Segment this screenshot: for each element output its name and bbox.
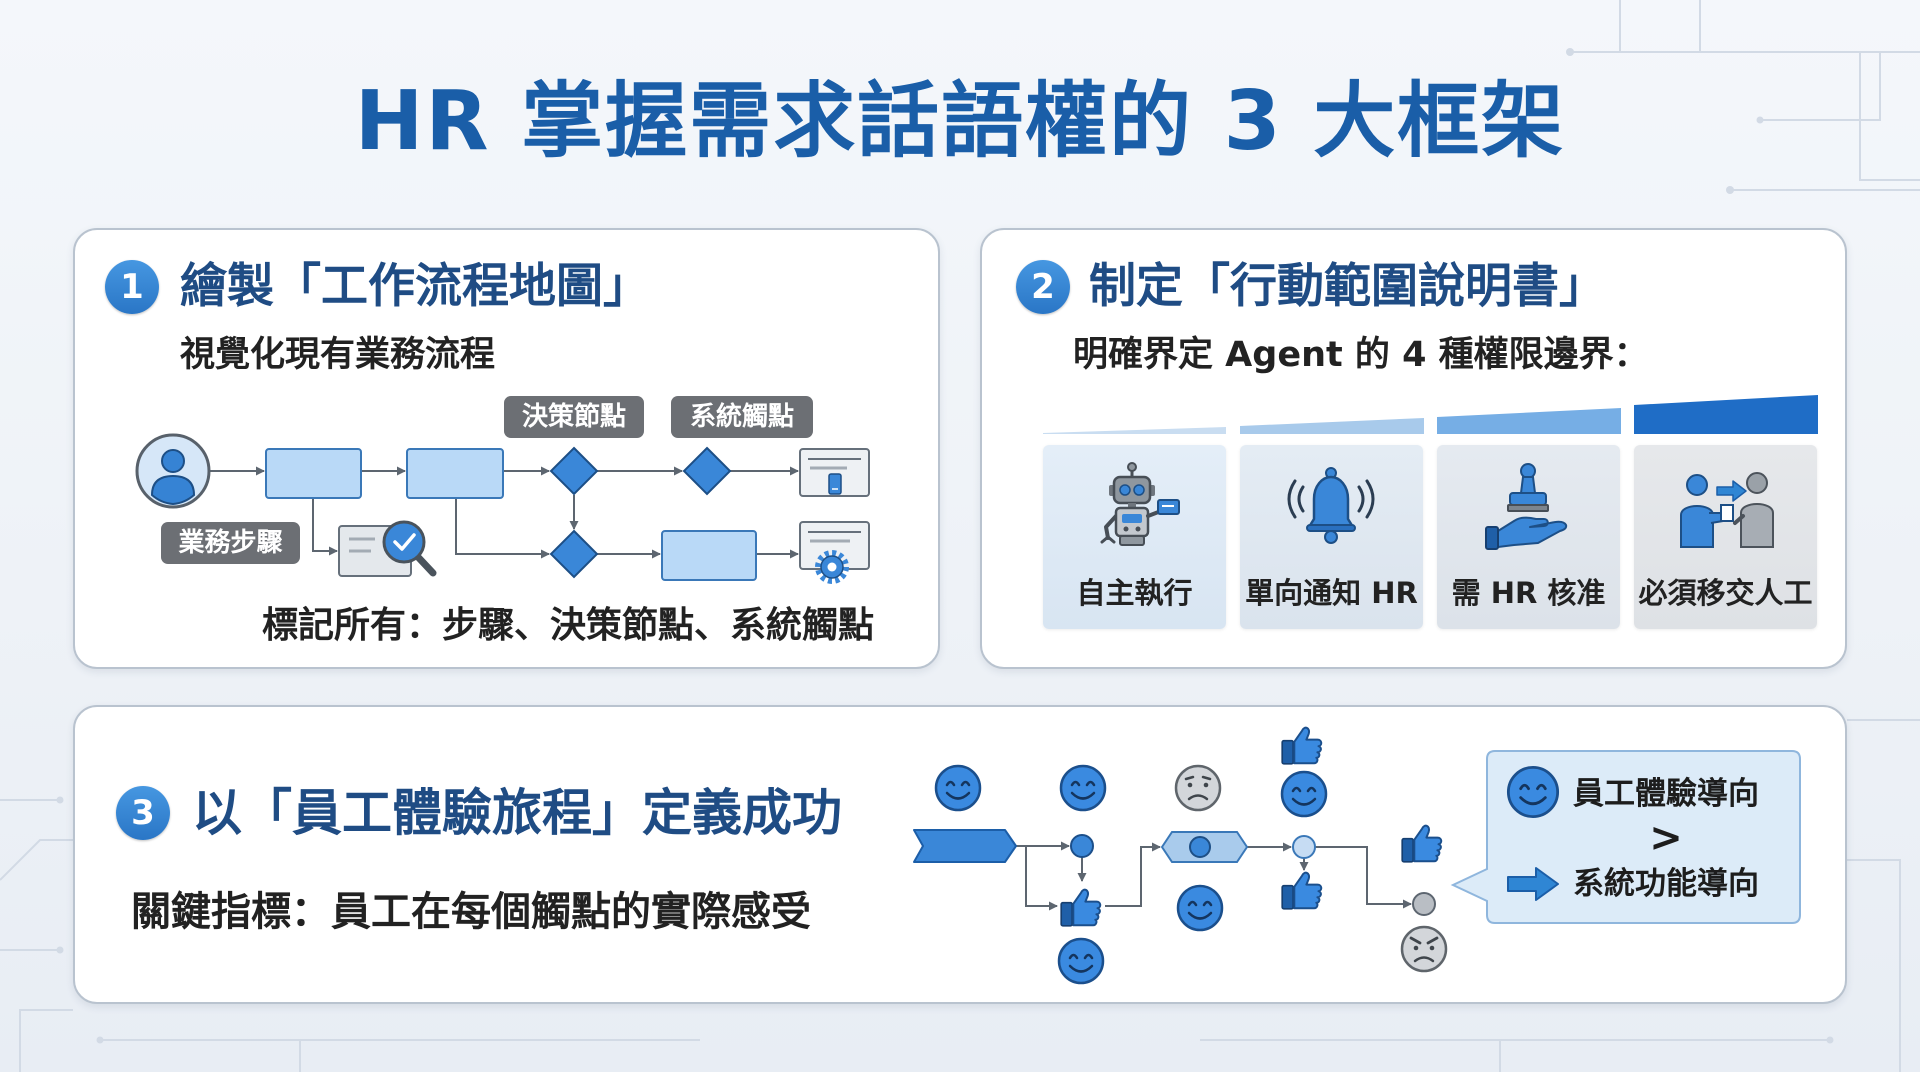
- sad-face-icon: [1174, 764, 1222, 812]
- decision-node: [682, 446, 732, 496]
- thumbs-up-icon: [1281, 871, 1323, 910]
- permission-card-autonomous: 自主執行: [1043, 445, 1226, 629]
- panel-footer-note: 標記所有：步驟、決策節點、系統觸點: [262, 605, 875, 646]
- permission-bar-level-1: [1043, 427, 1226, 434]
- workflow-connectors: [210, 466, 799, 559]
- step-number-badge: 3: [116, 786, 170, 840]
- panel-heading: 繪製「工作流程地圖」: [180, 259, 650, 314]
- panel-subtitle: 關鍵指標：員工在每個觸點的實際感受: [131, 889, 811, 935]
- panel-employee-journey: 3 以「員工體驗旅程」定義成功 關鍵指標：員工在每個觸點的實際感受 員工體驗導向…: [73, 705, 1847, 1004]
- workflow-diagram: [135, 433, 870, 584]
- decision-node: [549, 529, 599, 579]
- search-check-icon: [338, 520, 437, 577]
- panel-heading: 制定「行動範圍說明書」: [1089, 259, 1606, 314]
- person-icon: [135, 433, 211, 509]
- journey-node: [1292, 835, 1316, 859]
- system-document-icon: [799, 448, 870, 497]
- thumbs-up-icon: [1060, 888, 1102, 927]
- smiley-icon: [1506, 765, 1560, 819]
- callout-system-function: 系統功能導向: [1573, 866, 1759, 902]
- page-title: HR 掌握需求話語權的 3 大框架: [354, 74, 1566, 169]
- permission-card-label: 需 HR 核准: [1451, 576, 1606, 610]
- permission-card-approval: 需 HR 核准: [1437, 445, 1620, 629]
- system-settings-icon: [799, 521, 870, 584]
- journey-node: [1070, 834, 1094, 858]
- permission-level-ramp: [1043, 395, 1818, 434]
- process-step-box: [265, 448, 362, 499]
- journey-start-banner: [913, 829, 1017, 863]
- smiley-icon: [1057, 937, 1105, 985]
- panel-heading: 以「員工體驗旅程」定義成功: [192, 784, 842, 842]
- robot-icon: [1100, 462, 1180, 546]
- thumbs-up-icon: [1401, 824, 1443, 863]
- permission-card-label: 必須移交人工: [1638, 576, 1813, 610]
- process-step-box: [661, 530, 757, 581]
- step-number-badge: 1: [105, 260, 159, 314]
- permission-card-handover: 必須移交人工: [1634, 445, 1817, 629]
- permission-card-notify: 單向通知 HR: [1240, 445, 1423, 629]
- panel-subtitle: 明確界定 Agent 的 4 種權限邊界：: [1073, 335, 1649, 375]
- decision-node: [549, 446, 599, 496]
- smiley-icon: [934, 764, 982, 812]
- handover-icon: [1680, 472, 1774, 548]
- system-touchpoint-label: 系統觸點: [671, 396, 813, 438]
- journey-connectors: [1016, 841, 1412, 911]
- permission-bar-level-2: [1240, 418, 1424, 434]
- smiley-icon: [1059, 764, 1107, 812]
- process-step-box: [406, 448, 504, 499]
- permission-bar-level-4: [1634, 395, 1818, 434]
- angry-face-icon: [1400, 925, 1448, 973]
- journey-node-end: [1412, 892, 1436, 916]
- permission-bar-level-3: [1437, 408, 1621, 434]
- bell-icon: [1287, 467, 1375, 544]
- stamp-approval-icon: [1485, 463, 1568, 550]
- employee-journey-diagram: [913, 726, 1801, 985]
- journey-node: [1189, 836, 1211, 858]
- decision-node-label: 決策節點: [504, 396, 644, 438]
- panel-subtitle: 視覺化現有業務流程: [180, 335, 496, 375]
- permission-card-label: 自主執行: [1076, 576, 1193, 610]
- callout-comparison-sign: >: [1649, 815, 1683, 861]
- business-step-label: 業務步驟: [161, 522, 300, 564]
- panel-action-scope: 2 制定「行動範圍說明書」 明確界定 Agent 的 4 種權限邊界： 自主執行: [980, 228, 1847, 669]
- panel-workflow-map: 1 繪製「工作流程地圖」 視覺化現有業務流程 決策節點 系統觸點 業務步驟 標記…: [73, 228, 940, 669]
- permission-card-label: 單向通知 HR: [1245, 576, 1418, 610]
- callout-employee-experience: 員工體驗導向: [1573, 776, 1759, 812]
- thumbs-up-icon: [1281, 726, 1323, 765]
- smiley-icon: [1176, 884, 1224, 932]
- step-number-badge: 2: [1016, 260, 1070, 314]
- smiley-icon: [1280, 770, 1328, 818]
